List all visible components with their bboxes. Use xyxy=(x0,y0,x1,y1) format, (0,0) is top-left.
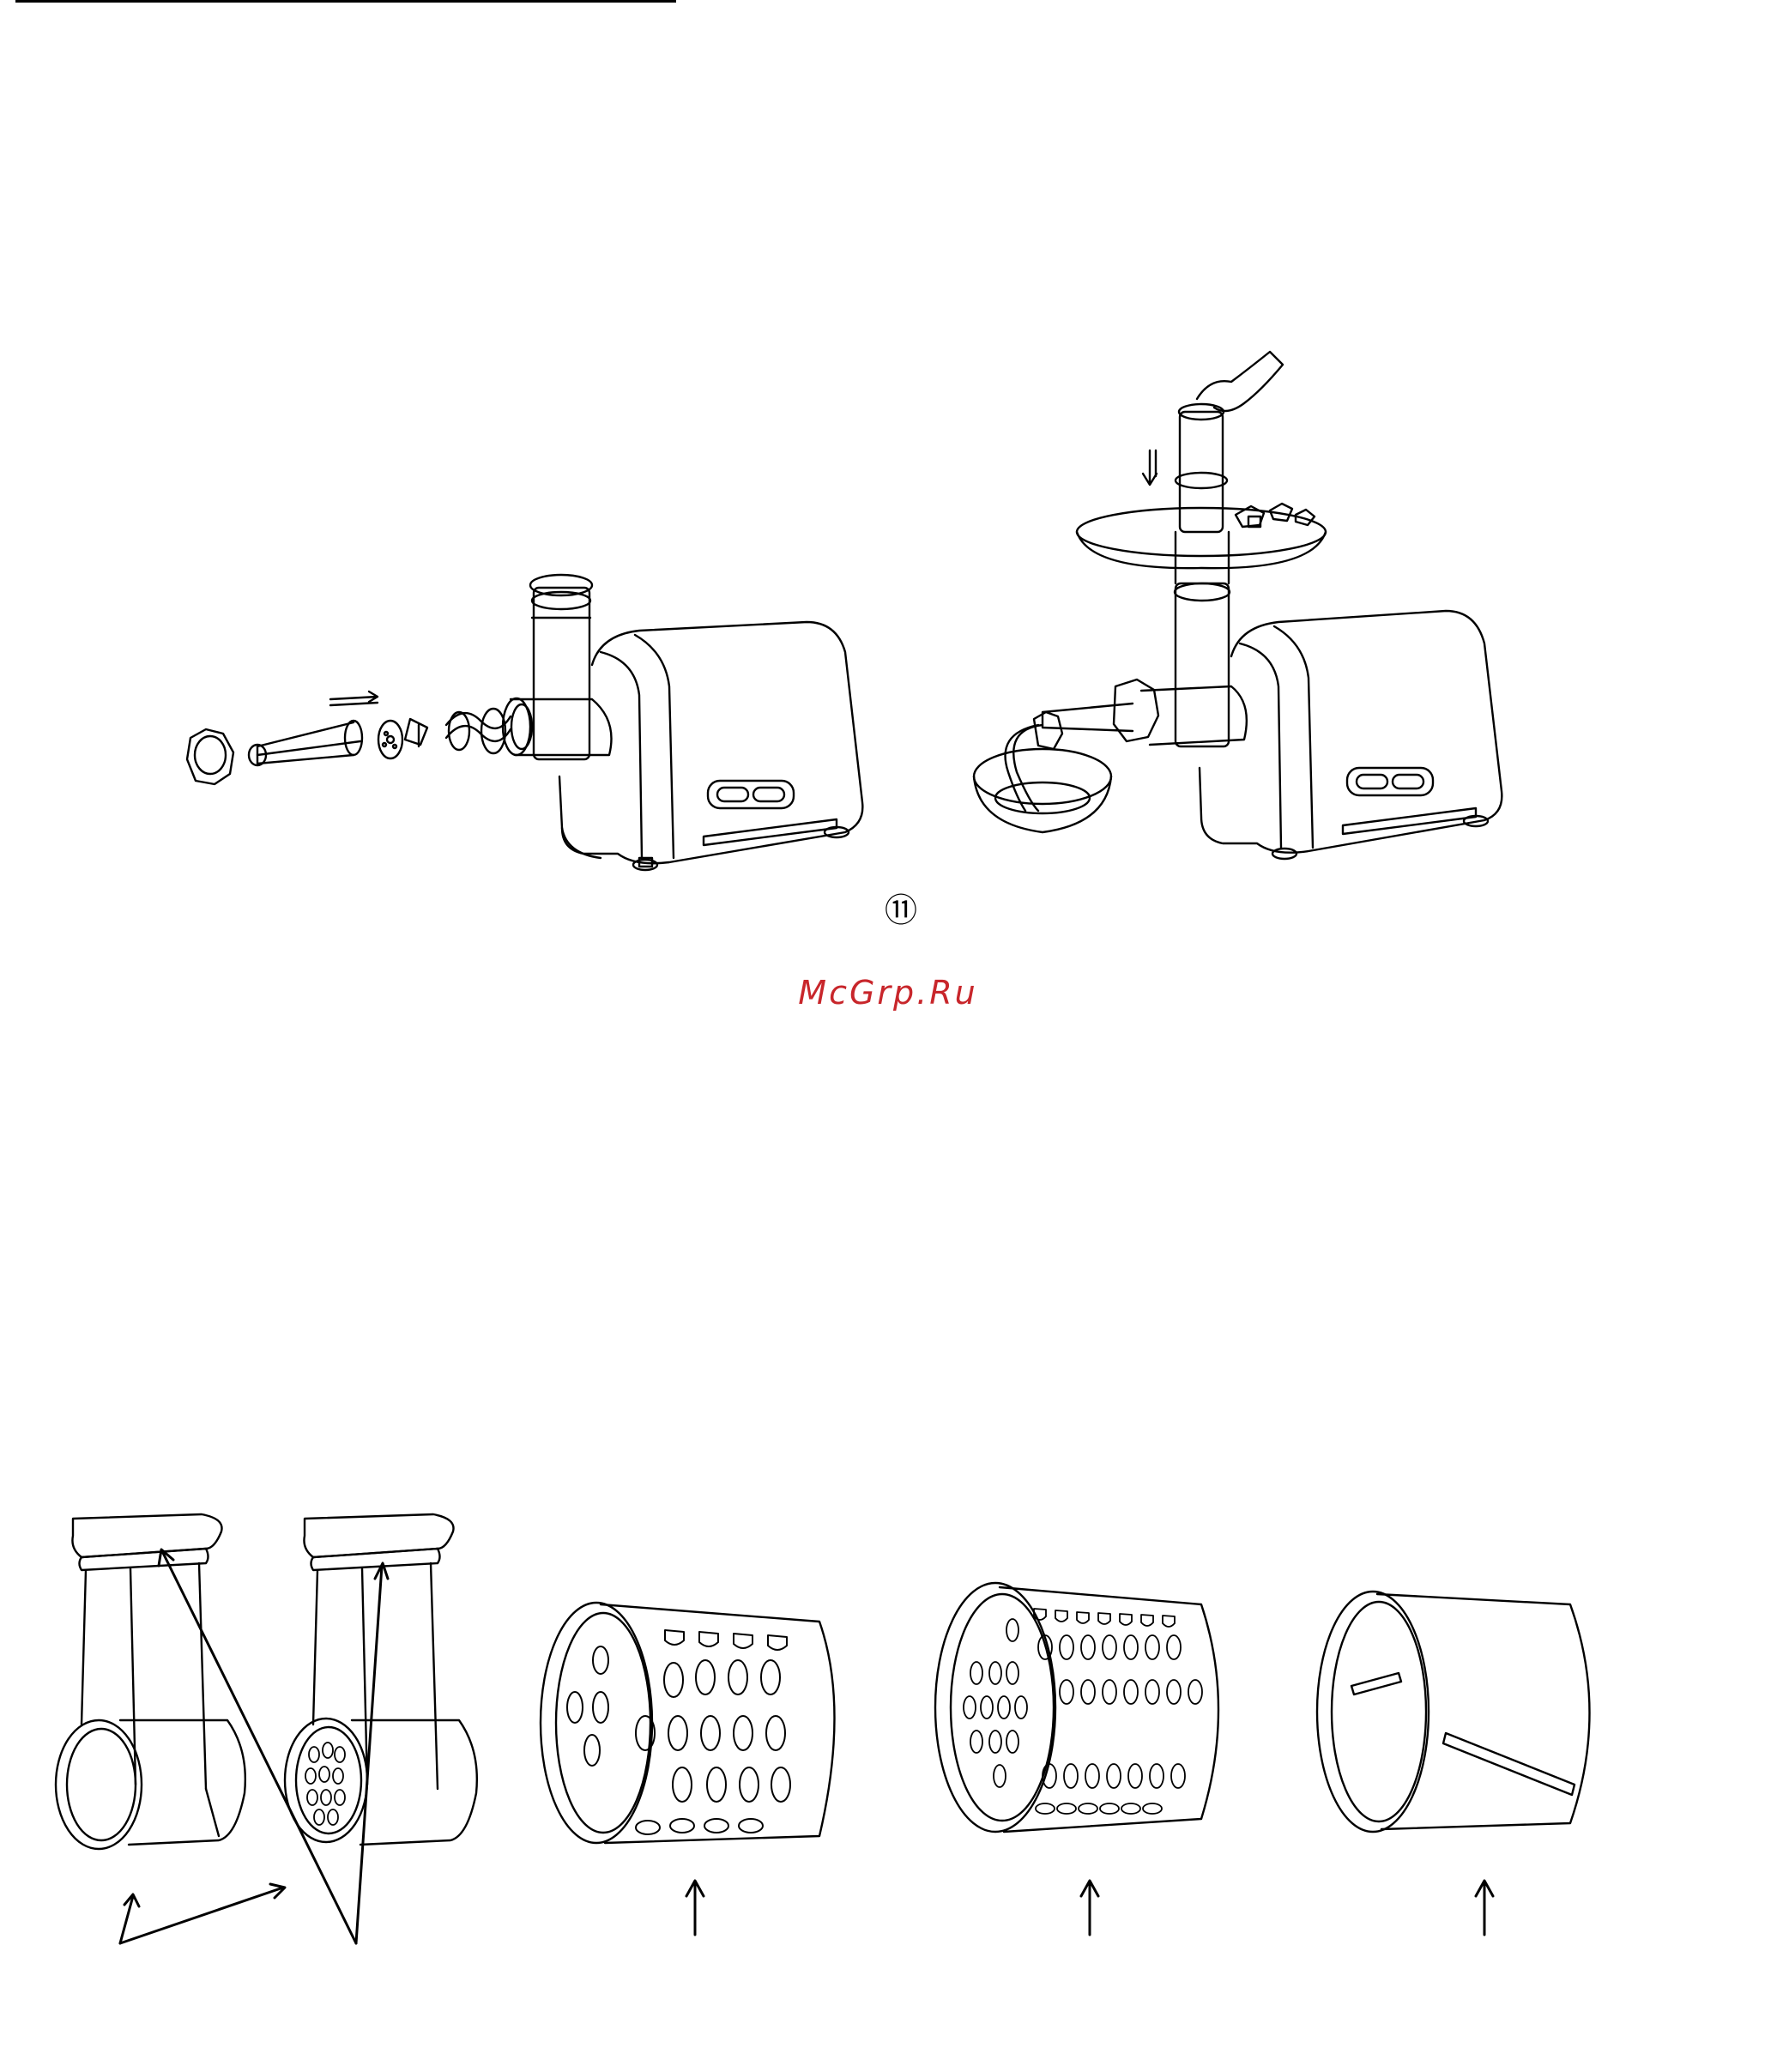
watermark-link[interactable]: McGrp.Ru xyxy=(716,974,1060,1012)
figure-number: ⑪ xyxy=(858,884,944,931)
meat-grinder-exploded-assembly xyxy=(187,575,862,870)
coarse-grating-drum xyxy=(541,1603,835,1935)
shredder-housings xyxy=(56,1514,477,1943)
slicing-drum xyxy=(1317,1592,1590,1935)
meat-grinder-in-use xyxy=(974,352,1502,859)
fine-grating-drum xyxy=(935,1583,1218,1935)
